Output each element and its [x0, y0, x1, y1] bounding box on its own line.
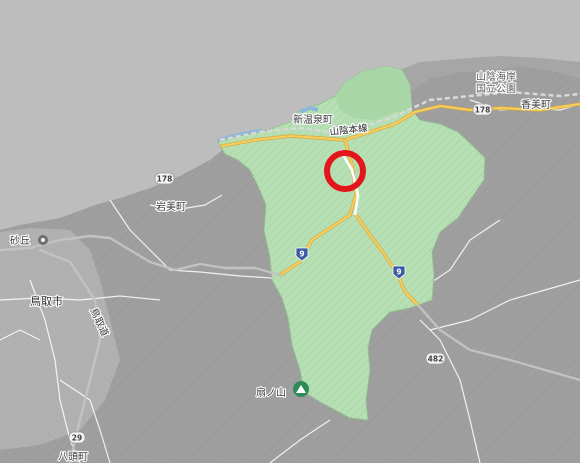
label-hachito: 八頭町 — [58, 451, 88, 463]
mountain-icon — [293, 381, 309, 397]
label-iwami: 岩美町 — [156, 200, 186, 213]
route-shield-482: 482 — [425, 352, 446, 365]
railway-sanin-line — [219, 90, 580, 142]
location-marker[interactable] — [324, 150, 366, 192]
highlighted-area-north — [335, 66, 412, 120]
label-kami-town: 香美町 — [521, 98, 551, 111]
highlighted-area-relief — [218, 66, 485, 420]
label-ogino: 扇ノ山 — [256, 386, 286, 399]
route-shield-9-b: 9 — [392, 265, 406, 280]
label-sanin-line: 山陰本線 — [329, 122, 369, 138]
route-shield-178-a: 178 — [154, 172, 175, 185]
label-sakyu: 砂丘 — [10, 234, 30, 247]
label-tottori-city: 鳥取市 — [30, 294, 63, 308]
label-shin-onsen: 新温泉町 — [293, 113, 333, 126]
harbor-water — [299, 105, 319, 114]
svg-text:482: 482 — [428, 355, 444, 364]
svg-text:29: 29 — [72, 434, 82, 443]
tottori-plain-relief — [0, 228, 120, 450]
park-pin-icon — [38, 235, 48, 245]
svg-text:9: 9 — [396, 268, 401, 277]
route-shield-29: 29 — [68, 431, 86, 444]
label-park-line2: 国立公園 — [476, 82, 516, 95]
svg-text:178: 178 — [157, 175, 173, 184]
route-shield-178-b: 178 — [472, 103, 493, 116]
route-shield-9-a: 9 — [295, 247, 309, 262]
svg-text:178: 178 — [475, 106, 491, 115]
label-park-line1: 山陰海岸 — [476, 70, 516, 83]
svg-text:9: 9 — [299, 250, 304, 259]
coast-water — [217, 128, 263, 142]
